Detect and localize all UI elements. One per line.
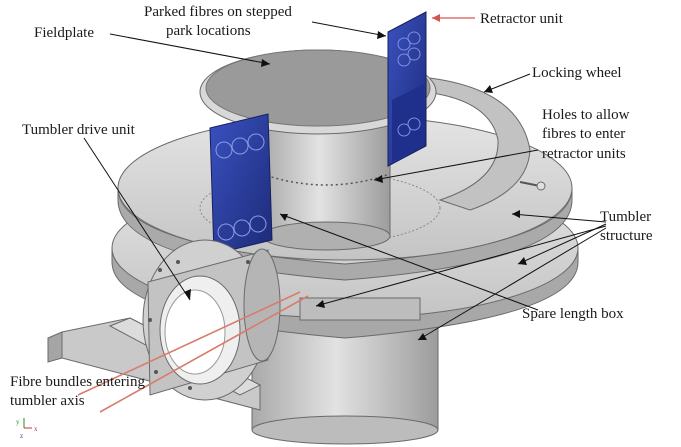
retractor-unit-front <box>209 113 273 255</box>
fieldplate <box>199 49 437 135</box>
label-holes-2: fibres to enter <box>542 126 625 142</box>
label-parked-fibres-1: Parked fibres on stepped <box>144 4 292 20</box>
label-fieldplate: Fieldplate <box>34 25 94 41</box>
axis-z-label: z <box>20 432 23 440</box>
leader-arrowheads <box>184 14 527 340</box>
leader-lines <box>83 17 607 341</box>
locking-wheel <box>424 77 546 211</box>
label-locking-wheel: Locking wheel <box>532 65 622 81</box>
label-spare-length-box: Spare length box <box>522 306 624 322</box>
axis-y-label: y <box>16 418 20 426</box>
label-fibre-bundles-1: Fibre bundles entering <box>10 374 145 390</box>
label-tumbler-structure-2: structure <box>600 228 653 244</box>
label-holes-1: Holes to allow <box>542 107 630 123</box>
axis-x-label: x <box>34 425 38 433</box>
lower-cylinder <box>251 319 439 445</box>
label-parked-fibres-2: park locations <box>166 23 251 39</box>
label-retractor-unit: Retractor unit <box>480 11 564 27</box>
tumbler-drive-unit <box>142 239 281 401</box>
retractor-unit-top <box>387 11 427 167</box>
spare-length-box <box>299 297 421 321</box>
fibre-bundle-lines <box>77 291 309 413</box>
labels: Parked fibres on stepped park locations … <box>10 4 653 409</box>
axis-triad: y z x <box>16 418 38 440</box>
label-tumbler-structure-1: Tumbler <box>600 209 651 225</box>
label-holes-3: retractor units <box>542 146 626 162</box>
label-fibre-bundles-2: tumbler axis <box>10 393 85 409</box>
label-tumbler-drive-unit: Tumbler drive unit <box>22 122 136 138</box>
